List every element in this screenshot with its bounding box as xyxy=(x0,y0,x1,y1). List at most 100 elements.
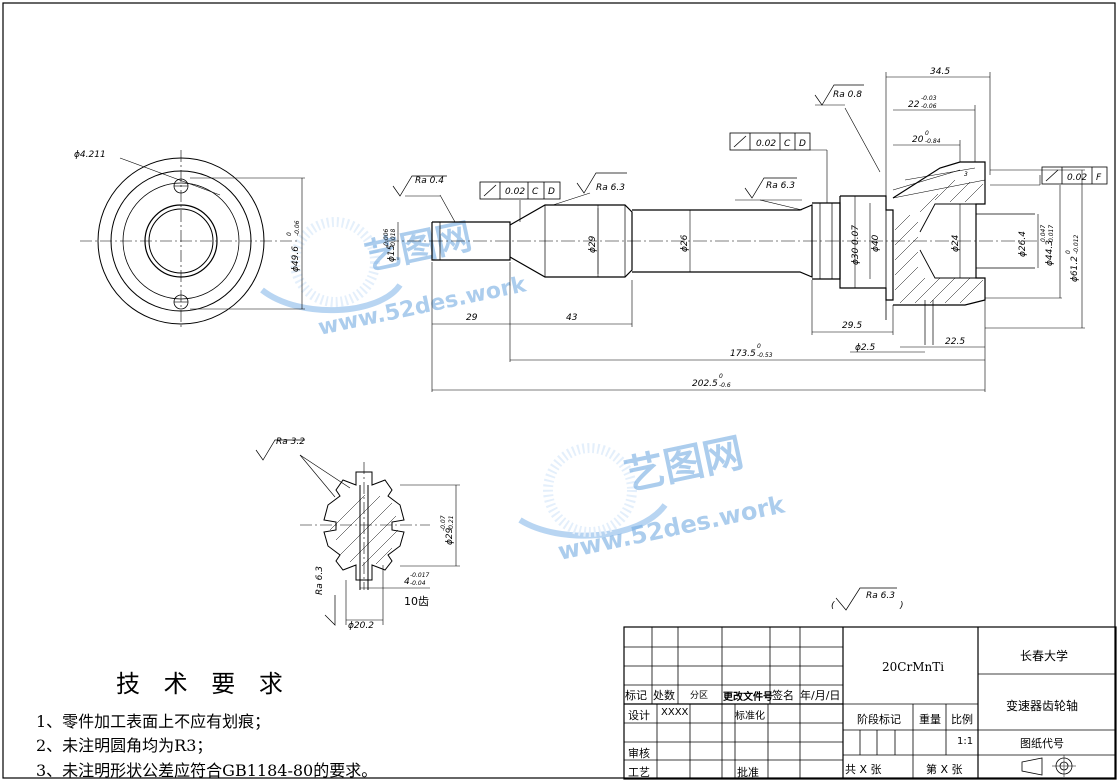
dim-len-22: 22 -0.03 -0.06 xyxy=(908,95,937,110)
svg-text:0: 0 xyxy=(1065,250,1072,254)
tb-design-value: XXXX xyxy=(661,707,689,718)
dim-dia-61-2: ϕ61.2 0 -0.012 xyxy=(1065,234,1080,282)
svg-text:ϕ29: ϕ29 xyxy=(445,527,455,545)
svg-text:-0.53: -0.53 xyxy=(757,352,773,359)
svg-text:0: 0 xyxy=(719,373,723,380)
gear-section-hatch xyxy=(894,179,984,304)
dim-dia-26-4: ϕ26.4 xyxy=(1018,231,1028,257)
ra-center: Ra 6.3 xyxy=(766,181,795,191)
tb-change-doc: 更改文件号 xyxy=(723,692,773,703)
svg-text:-0.04: -0.04 xyxy=(410,580,426,587)
title-block: 标记 处数 分区 更改文件号 签名 年/月/日 设计 XXXX 标准化 审核 工… xyxy=(624,627,1116,779)
svg-text:-0.84: -0.84 xyxy=(925,138,941,145)
tb-stage-mark: 阶段标记 xyxy=(857,713,901,726)
dim-dia-24: ϕ24 xyxy=(951,234,961,252)
svg-text:ϕ15: ϕ15 xyxy=(387,244,397,262)
svg-text:0.07: 0.07 xyxy=(851,225,861,245)
tol-3-ref-f: F xyxy=(1096,173,1102,183)
tolerance-frame-2 xyxy=(729,132,811,151)
projection-symbol-icon xyxy=(1021,755,1076,777)
dim-dia-30: ϕ30 0.07 xyxy=(851,225,861,265)
roughness-symbol-icon xyxy=(255,84,897,626)
dim-len-20: 20 0 -0.84 xyxy=(912,130,941,145)
svg-text:0.017: 0.017 xyxy=(1048,225,1055,242)
dim-len-34-5: 34.5 xyxy=(930,67,950,77)
shaft-outline xyxy=(385,161,1040,345)
svg-text:4: 4 xyxy=(404,577,410,587)
tol-1-ref-c: C xyxy=(532,187,539,197)
svg-text:ϕ44.3: ϕ44.3 xyxy=(1045,240,1055,266)
tb-standardize: 标准化 xyxy=(735,711,765,722)
ra-general-open-paren: ( xyxy=(831,601,835,611)
watermark-brand-2: 艺图网 xyxy=(621,430,748,500)
ra-general-close-paren: ) xyxy=(899,601,904,611)
tb-approve: 批准 xyxy=(737,766,759,779)
tb-design-label: 设计 xyxy=(628,709,650,722)
watermark-brand: 艺图网 xyxy=(361,216,475,279)
svg-text:-0.03: -0.03 xyxy=(921,95,937,102)
watermark-logo-icon xyxy=(260,217,668,539)
svg-text:173.5: 173.5 xyxy=(730,349,756,359)
title-block-grid xyxy=(623,626,1117,780)
svg-text:-0.6: -0.6 xyxy=(719,382,731,389)
tb-sheet-no: 第 X 张 xyxy=(926,763,963,776)
svg-text:ϕ30: ϕ30 xyxy=(851,247,861,265)
ra-mid: Ra 6.3 xyxy=(596,183,625,193)
ra-left-step: Ra 0.4 xyxy=(415,176,444,186)
tol-2-ref-d: D xyxy=(799,139,806,149)
spline-teeth: 10齿 xyxy=(404,595,429,608)
svg-text:0: 0 xyxy=(286,232,293,236)
spline-dia-20-2: ϕ20.2 xyxy=(348,621,374,631)
spline-ra-side: Ra 6.3 xyxy=(315,566,325,595)
svg-text:-0.006: -0.006 xyxy=(383,228,390,248)
shaft-dimension-lines xyxy=(397,72,1085,392)
svg-text:-0.06: -0.06 xyxy=(294,220,301,236)
tech-item-3: 3、未注明形状公差应符合GB1184-80的要求。 xyxy=(36,761,378,780)
svg-text:-0.21: -0.21 xyxy=(448,515,455,531)
dim-dia-2-5: ϕ2.5 xyxy=(855,343,876,353)
svg-text:0: 0 xyxy=(757,343,761,350)
dim-dia-15: ϕ15 -0.006 -0.018 xyxy=(383,228,397,262)
spline-section xyxy=(299,454,460,625)
svg-text:20: 20 xyxy=(912,135,924,145)
tb-review: 审核 xyxy=(628,747,650,760)
tb-material: 20CrMnTi xyxy=(882,660,945,674)
end-view-dia-4-211: ϕ4.211 xyxy=(74,150,106,160)
tolerance-frame-1 xyxy=(479,181,561,200)
tb-part-name: 变速器齿轮轴 xyxy=(1006,699,1079,713)
tech-item-1: 1、零件加工表面上不应有划痕； xyxy=(36,712,271,731)
svg-text:ϕ61.2: ϕ61.2 xyxy=(1070,256,1080,282)
svg-text:-0.06: -0.06 xyxy=(921,103,937,110)
tb-process: 工艺 xyxy=(628,766,650,779)
tech-title: 技 术 要 求 xyxy=(116,670,291,698)
svg-text:0: 0 xyxy=(925,130,929,137)
spline-dia-29: ϕ29 -0.07 -0.21 xyxy=(440,515,455,545)
dim-len-43: 43 xyxy=(566,313,578,323)
tb-zone: 分区 xyxy=(690,691,709,701)
tb-count: 处数 xyxy=(653,689,675,702)
dim-len-29-5: 29.5 xyxy=(842,321,862,331)
tb-total-sheets: 共 X 张 xyxy=(845,763,882,776)
svg-text:0.047: 0.047 xyxy=(1040,225,1047,242)
svg-text:-0.017: -0.017 xyxy=(410,572,430,579)
tb-school: 长春大学 xyxy=(1020,649,1069,663)
svg-text:22: 22 xyxy=(908,100,920,110)
spline-ra-top: Ra 3.2 xyxy=(276,437,305,447)
tb-date: 年/月/日 xyxy=(800,689,841,702)
tb-weight: 重量 xyxy=(919,713,941,726)
dim-dia-26: ϕ26 xyxy=(680,234,690,252)
dim-dia-40: ϕ40 xyxy=(871,234,881,252)
tb-scale: 1:1 xyxy=(957,736,974,747)
dim-dia-29: ϕ29 xyxy=(588,235,598,253)
tb-mark: 标记 xyxy=(625,689,647,702)
tolerance-frame-3 xyxy=(1041,166,1108,185)
dim-len-29: 29 xyxy=(466,313,478,323)
svg-text:-0.018: -0.018 xyxy=(390,228,397,248)
tol-2-ref-c: C xyxy=(784,139,791,149)
dim-len-173-5: 173.5 0 -0.53 xyxy=(730,343,773,359)
svg-text:ϕ49.6: ϕ49.6 xyxy=(291,246,301,272)
ra-general: Ra 6.3 xyxy=(866,591,895,601)
